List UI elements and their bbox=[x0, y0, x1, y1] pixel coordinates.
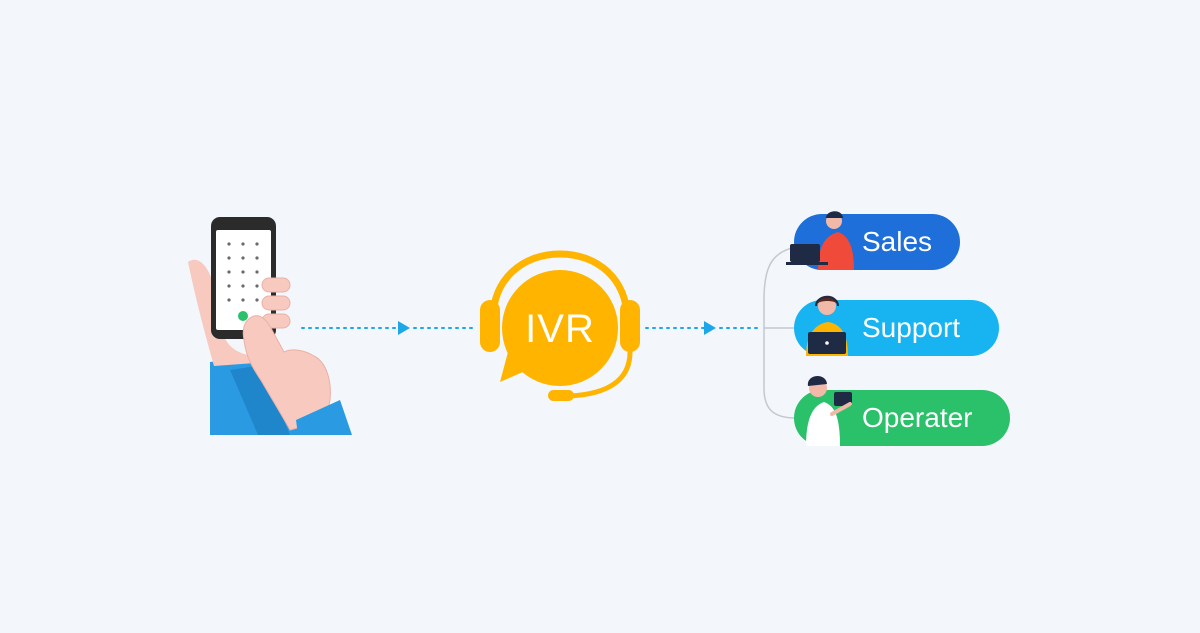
branch-connector bbox=[763, 246, 797, 419]
call-button-icon bbox=[238, 311, 248, 321]
person-hair-shape bbox=[826, 211, 843, 218]
right-earcup-shape bbox=[620, 300, 640, 352]
destination-support bbox=[794, 295, 999, 356]
destination-operater bbox=[794, 375, 1010, 446]
sleeve-right bbox=[296, 400, 352, 435]
operater-label: Operater bbox=[862, 402, 973, 433]
person-head-shape bbox=[818, 297, 836, 315]
hand-icon bbox=[188, 259, 268, 366]
person-hair-shape bbox=[807, 375, 827, 386]
arrow-head-icon bbox=[704, 321, 716, 335]
destination-sales bbox=[786, 211, 960, 270]
caller-illustration bbox=[188, 217, 352, 435]
speech-bubble-shape bbox=[502, 270, 618, 386]
laptop-icon bbox=[790, 244, 820, 262]
sales-label: Sales bbox=[862, 226, 933, 257]
phone-screen bbox=[216, 230, 271, 330]
arrow-head-icon bbox=[398, 321, 410, 335]
sleeve-shade bbox=[230, 365, 290, 435]
person-arm-shape bbox=[830, 402, 852, 416]
support-label: Support bbox=[862, 312, 961, 343]
laptop-base-shape bbox=[786, 262, 828, 265]
laptop-icon bbox=[834, 392, 852, 406]
mic-icon bbox=[548, 390, 574, 401]
ivr-node bbox=[480, 250, 640, 401]
speech-bubble-tail bbox=[500, 352, 532, 382]
flow-arrow-caller-to-ivr bbox=[301, 321, 475, 335]
person-icon bbox=[818, 232, 854, 270]
keypad-icon bbox=[227, 242, 259, 302]
headset-icon bbox=[815, 296, 839, 307]
mic-boom-shape bbox=[567, 349, 633, 399]
headset-icon bbox=[489, 250, 631, 322]
ivr-label: IVR bbox=[525, 307, 595, 351]
left-earcup-shape bbox=[480, 300, 500, 352]
flow-arrow-ivr-to-destinations bbox=[645, 321, 763, 335]
